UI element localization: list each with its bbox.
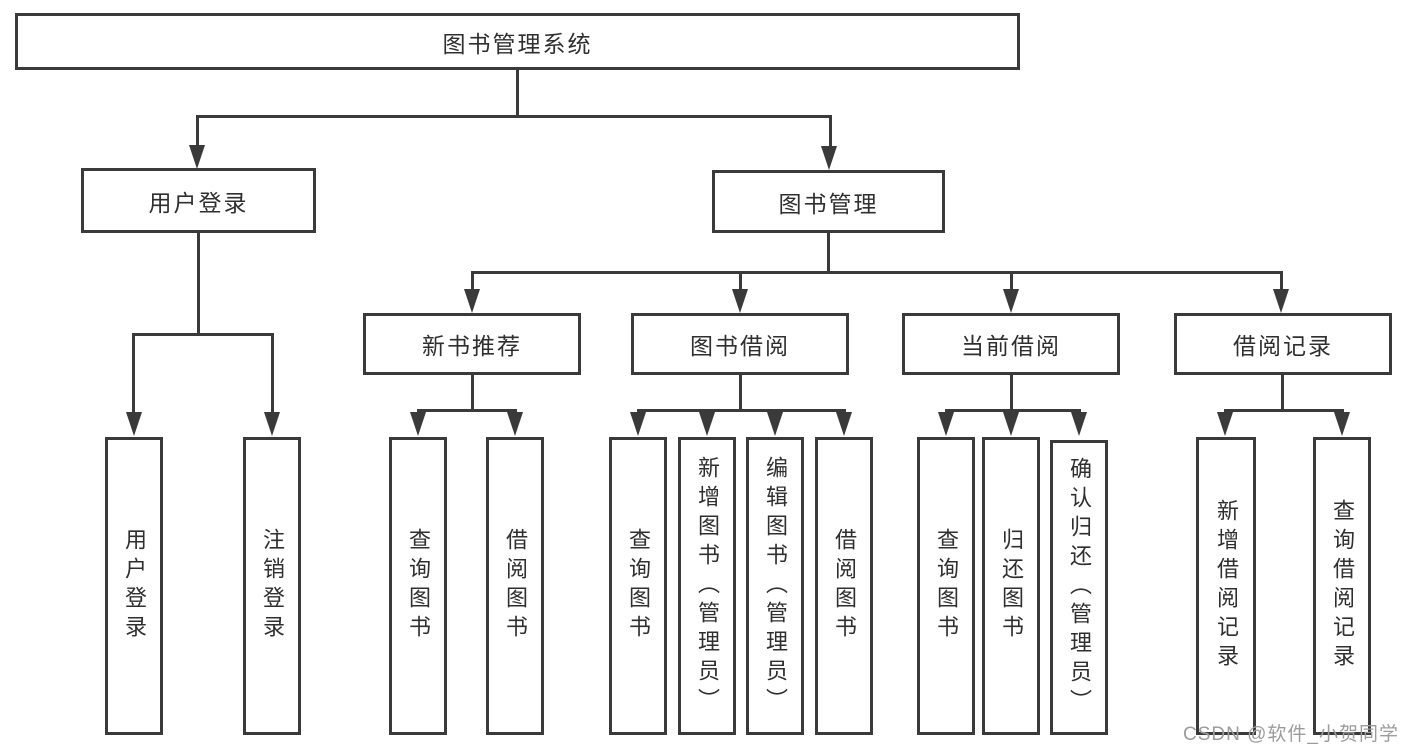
leaf-label: 注销登录 bbox=[260, 528, 285, 644]
node-label: 图书管理系统 bbox=[442, 30, 593, 57]
arrow-down-icon bbox=[410, 412, 426, 436]
node-label: 图书借阅 bbox=[690, 333, 790, 359]
connector-book-hbar bbox=[471, 271, 1283, 274]
arrow-down-icon bbox=[1334, 412, 1350, 436]
leaf-borrow-books: 借阅图书 bbox=[815, 437, 873, 735]
node-root-system: 图书管理系统 bbox=[15, 13, 1020, 70]
connector-s0-stem bbox=[471, 375, 474, 411]
arrow-down-icon bbox=[630, 412, 646, 436]
arrow-down-icon bbox=[1273, 289, 1289, 313]
arrow-down-icon bbox=[732, 289, 748, 313]
connector-drop-user bbox=[196, 115, 199, 146]
csdn-watermark: CSDN @软件_小贺同学 bbox=[1183, 724, 1399, 745]
leaf-label: 借阅图书 bbox=[832, 528, 857, 644]
connector-root-hbar bbox=[196, 115, 832, 118]
node-new-book-recommend: 新书推荐 bbox=[363, 313, 581, 375]
connector-drop-borrow bbox=[739, 271, 742, 291]
arrow-down-icon bbox=[1003, 412, 1019, 436]
connector-s2-hbar bbox=[945, 409, 1081, 412]
arrow-down-icon bbox=[938, 412, 954, 436]
arrow-down-icon bbox=[507, 412, 523, 436]
leaf-label: 用户登录 bbox=[122, 528, 147, 644]
connector-user-hbar bbox=[132, 333, 274, 336]
leaf-user-login: 用户登录 bbox=[105, 437, 163, 735]
node-label: 新书推荐 bbox=[422, 333, 522, 359]
leaf-add-borrow-record: 新增借阅记录 bbox=[1196, 437, 1256, 735]
arrow-down-icon bbox=[1003, 289, 1019, 313]
leaf-return-books: 归还图书 bbox=[982, 437, 1040, 735]
connector-root-stem bbox=[516, 70, 519, 118]
leaf-label: 查询借阅记录 bbox=[1330, 499, 1355, 673]
connector-book-stem bbox=[827, 233, 830, 274]
connector-user-stem bbox=[197, 233, 200, 335]
node-user-login-group: 用户登录 bbox=[81, 168, 316, 233]
leaf-query-borrow-record: 查询借阅记录 bbox=[1313, 437, 1371, 735]
node-label: 当前借阅 bbox=[961, 333, 1061, 359]
connector-s2-stem bbox=[1010, 375, 1013, 411]
connector-drop-book bbox=[829, 115, 832, 146]
connector-drop-current bbox=[1010, 271, 1013, 291]
arrow-down-icon bbox=[264, 412, 280, 436]
node-label: 用户登录 bbox=[148, 189, 249, 216]
leaf-label: 编辑图书（管理员） bbox=[763, 455, 788, 717]
arrow-down-icon bbox=[1071, 412, 1087, 436]
leaf-recommend-query-books: 查询图书 bbox=[389, 437, 447, 735]
leaf-label: 归还图书 bbox=[999, 528, 1024, 644]
arrow-down-icon bbox=[836, 412, 852, 436]
leaf-label: 新增借阅记录 bbox=[1214, 499, 1239, 673]
arrow-down-icon bbox=[767, 412, 783, 436]
connector-s0-hbar bbox=[417, 409, 517, 412]
leaf-label: 借阅图书 bbox=[503, 528, 528, 644]
leaf-label: 查询图书 bbox=[626, 528, 651, 644]
connector-drop-user-login bbox=[132, 333, 135, 413]
node-borrow-records: 借阅记录 bbox=[1174, 313, 1392, 375]
connector-s1-hbar bbox=[637, 409, 846, 412]
arrow-down-icon bbox=[1217, 412, 1233, 436]
connector-drop-logout bbox=[271, 333, 274, 413]
connector-s1-stem bbox=[739, 375, 742, 411]
leaf-recommend-borrow-books: 借阅图书 bbox=[486, 437, 544, 735]
arrow-down-icon bbox=[126, 412, 142, 436]
arrow-down-icon bbox=[821, 146, 837, 170]
node-label: 图书管理 bbox=[778, 190, 879, 217]
arrow-down-icon bbox=[699, 412, 715, 436]
leaf-add-books-admin: 新增图书（管理员） bbox=[678, 437, 736, 735]
leaf-edit-books-admin: 编辑图书（管理员） bbox=[746, 437, 804, 735]
leaf-label: 确认归还（管理员） bbox=[1067, 457, 1092, 718]
arrow-down-icon bbox=[464, 289, 480, 313]
arrow-down-icon bbox=[189, 145, 205, 169]
leaf-label: 查询图书 bbox=[934, 528, 959, 644]
node-current-borrow: 当前借阅 bbox=[902, 313, 1120, 375]
leaf-borrow-query-books: 查询图书 bbox=[609, 437, 667, 735]
leaf-logout: 注销登录 bbox=[243, 437, 301, 735]
leaf-confirm-return-admin: 确认归还（管理员） bbox=[1050, 440, 1108, 735]
connector-s3-stem bbox=[1281, 375, 1284, 411]
connector-s3-hbar bbox=[1224, 409, 1344, 412]
node-label: 借阅记录 bbox=[1233, 333, 1333, 359]
connector-drop-recommend bbox=[471, 271, 474, 291]
node-book-management: 图书管理 bbox=[712, 170, 945, 233]
connector-drop-records bbox=[1280, 271, 1283, 291]
leaf-current-query-books: 查询图书 bbox=[917, 437, 975, 735]
node-book-borrow: 图书借阅 bbox=[631, 313, 849, 375]
leaf-label: 新增图书（管理员） bbox=[695, 455, 720, 717]
leaf-label: 查询图书 bbox=[406, 528, 431, 644]
